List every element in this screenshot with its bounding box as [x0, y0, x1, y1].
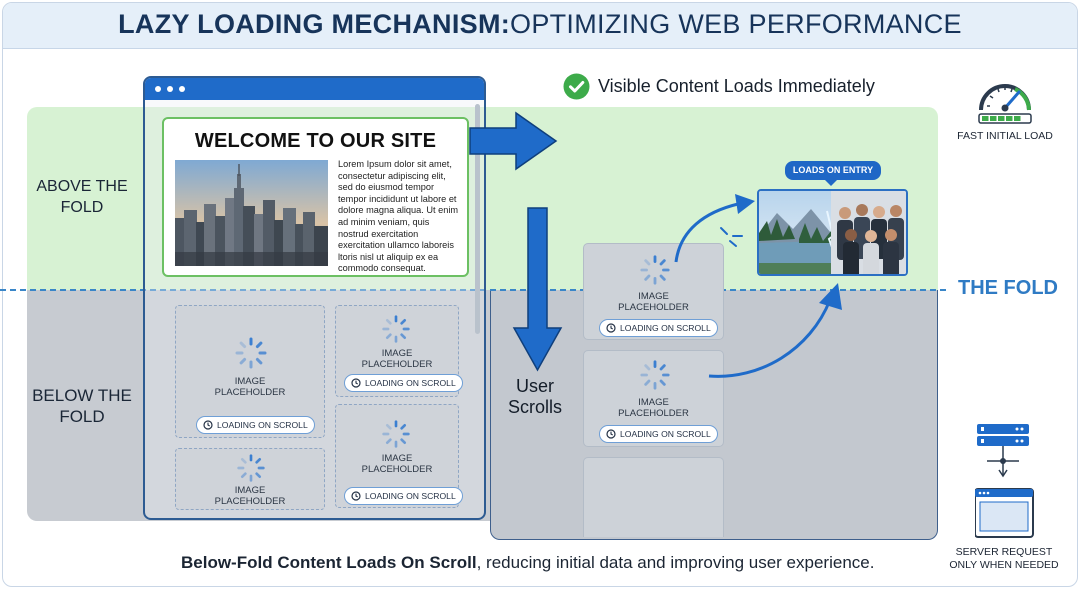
hero-title: WELCOME TO OUR SITE: [194, 130, 437, 152]
fold-line: [0, 289, 946, 291]
hero-section: WELCOME TO OUR SITE: [162, 117, 469, 277]
above-fold-label: ABOVE THE FOLD: [36, 178, 128, 216]
speed-gauge-icon: [978, 84, 1032, 124]
caption-bold: Below-Fold Content Loads On Scroll: [181, 553, 477, 572]
user-scrolls-label: User Scrolls: [507, 376, 562, 417]
server-icon: [975, 424, 1034, 538]
loading-on-scroll-badge: LOADING ON SCROLL: [599, 319, 718, 337]
loading-spinner-icon: [237, 454, 265, 482]
clock-icon: [203, 420, 213, 430]
window-dot-icon: [155, 86, 161, 92]
loads-on-entry-badge: LOADS ON ENTRY: [785, 161, 881, 186]
visible-note-text: Visible Content Loads Immediately: [598, 76, 875, 96]
page-title: LAZY LOADING MECHANISM:OPTIMIZING WEB PE…: [118, 9, 962, 40]
loaded-team-image: [757, 189, 908, 276]
check-circle-icon: [563, 73, 590, 100]
sparkle-icon: [720, 227, 743, 247]
browser-scrollbar[interactable]: [475, 104, 480, 334]
image-placeholder-partial: [583, 457, 724, 537]
loading-spinner-icon: [640, 360, 670, 390]
caption-rest: , reducing initial data and improving us…: [476, 553, 875, 572]
visible-content-note: Visible Content Loads Immediately: [563, 73, 875, 100]
loading-on-scroll-badge: LOADING ON SCROLL: [599, 425, 718, 443]
fold-label: THE FOLD: [958, 277, 1058, 299]
curved-arrow-icon: [674, 202, 739, 263]
clock-icon: [351, 378, 361, 388]
loading-spinner-icon: [382, 315, 410, 343]
loading-spinner-icon: [382, 420, 410, 448]
clock-icon: [351, 491, 361, 501]
city-skyline-image: [175, 160, 328, 266]
loading-spinner-icon: [640, 255, 670, 285]
loading-spinner-icon: [235, 337, 267, 369]
title-light: OPTIMIZING WEB PERFORMANCE: [510, 9, 962, 39]
curved-arrow-icon: [708, 299, 832, 378]
loading-on-scroll-badge: LOADING ON SCROLL: [344, 487, 463, 505]
fast-initial-load-label: FAST INITIAL LOAD: [957, 130, 1053, 142]
hero-body-text: Lorem Ipsum dolor sit amet, consectetur …: [338, 159, 459, 274]
down-arrow-icon: [512, 207, 563, 372]
browser-title-bar: [145, 78, 484, 100]
right-arrow-icon: [469, 111, 558, 171]
window-dot-icon: [167, 86, 173, 92]
title-bold: LAZY LOADING MECHANISM:: [118, 9, 511, 39]
bottom-caption: Below-Fold Content Loads On Scroll, redu…: [181, 553, 874, 573]
title-bar: LAZY LOADING MECHANISM:OPTIMIZING WEB PE…: [3, 3, 1077, 49]
server-request-label: SERVER REQUEST ONLY WHEN NEEDED: [949, 546, 1059, 571]
below-fold-label: BELOW THE FOLD: [32, 386, 132, 426]
browser-window: WELCOME TO OUR SITE: [143, 76, 486, 520]
loading-on-scroll-badge: LOADING ON SCROLL: [344, 374, 463, 392]
loading-on-scroll-badge: LOADING ON SCROLL: [196, 416, 315, 434]
clock-icon: [606, 323, 616, 333]
clock-icon: [606, 429, 616, 439]
window-dot-icon: [179, 86, 185, 92]
